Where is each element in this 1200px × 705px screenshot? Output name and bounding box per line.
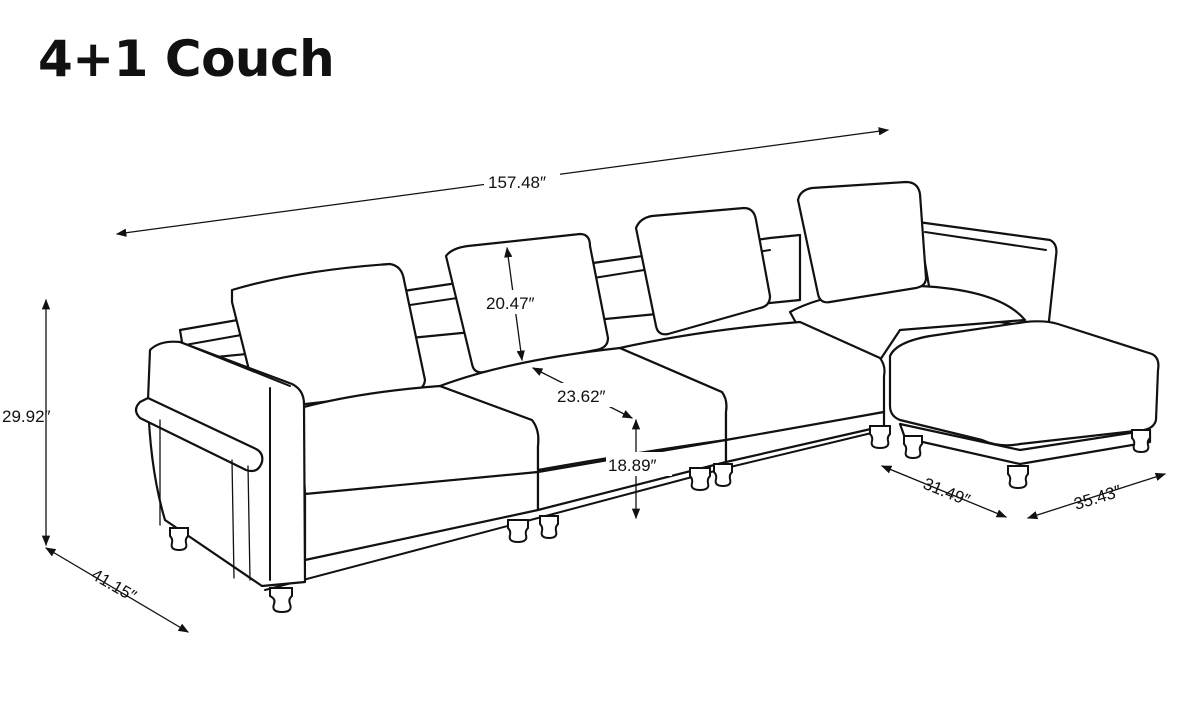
ottoman-cushion [888, 320, 1160, 447]
back-cushion-4 [796, 180, 928, 304]
depth-line [45, 547, 189, 633]
ottoman-width-line [1027, 472, 1166, 520]
sofa-illustration [134, 180, 1160, 591]
height-label: 29.92″ [2, 407, 51, 426]
arm-bar [134, 396, 264, 473]
ottoman-depth-label: 31.49″ [921, 474, 973, 510]
back-cushion-height-label: 20.47″ [486, 294, 535, 313]
seat-width-label: 23.62″ [557, 387, 606, 406]
ottoman-width-label: 35.43″ [1072, 481, 1124, 513]
overall-length-label: 157.48″ [488, 173, 546, 192]
page-title: 4+1 Couch [38, 30, 335, 88]
seat-height-label: 18.89″ [608, 456, 657, 475]
left-armrest [146, 340, 307, 588]
ottoman-depth-line [881, 465, 1007, 518]
depth-label: 41.15″ [88, 565, 140, 606]
sofa-legs [169, 425, 1151, 614]
seat-cushion-3 [618, 320, 886, 442]
back-cushion-3 [634, 206, 772, 336]
